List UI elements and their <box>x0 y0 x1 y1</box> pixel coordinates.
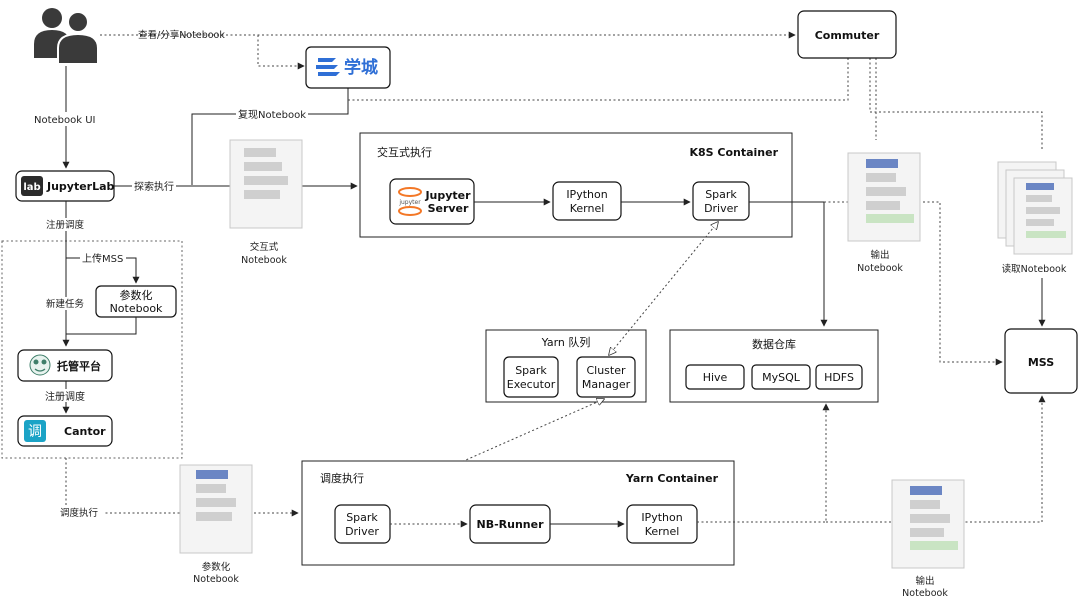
spark-driver-label-2: Driver <box>704 202 738 215</box>
spark-driver2-label-1: Spark <box>346 511 378 524</box>
yarn-queue-title: Yarn 队列 <box>541 335 591 349</box>
edge-kernel2-warehouse <box>697 403 830 523</box>
edge-commuter-read <box>869 58 1043 150</box>
edge-param-hosting <box>66 317 137 335</box>
edge-label-explore: 探索执行 <box>134 180 174 193</box>
output2-label-2: Notebook <box>902 588 948 599</box>
mss-node <box>1004 328 1078 394</box>
output2-label-1: 输出 <box>915 575 934 587</box>
edge-label-register2: 注册调度 <box>45 390 85 403</box>
xuecheng-node <box>305 46 391 89</box>
read-notebook-label: 读取Notebook <box>1002 263 1067 275</box>
schedule-tag: Yarn Container <box>625 472 719 485</box>
interactive-notebook-label-2: Notebook <box>241 255 287 266</box>
edge-label-upload: 上传MSS <box>82 253 123 265</box>
edge-cluster-manager-driver2 <box>364 399 604 505</box>
mss-label: MSS <box>1028 356 1054 369</box>
ipython-kernel2-label-1: IPython <box>641 511 682 524</box>
mysql-label: MySQL <box>762 371 801 384</box>
cluster-manager-label-1: Cluster <box>586 364 626 377</box>
spark-executor-node <box>503 356 559 398</box>
interactive-tag: K8S Container <box>689 146 778 159</box>
edge-user-xuecheng <box>257 35 305 70</box>
ipython-kernel-label-2: Kernel <box>570 202 605 215</box>
spark-driver-label-1: Spark <box>705 188 737 201</box>
param-notebook-label-1: 参数化 <box>120 288 153 302</box>
param-notebook-label-2: Notebook <box>110 302 163 315</box>
hdfs-label: HDFS <box>824 371 854 384</box>
warehouse-title: 数据仓库 <box>752 337 796 351</box>
edge-label-reproduce: 复现Notebook <box>238 108 306 121</box>
hive-label: Hive <box>703 371 728 384</box>
output1-label-1: 输出 <box>870 249 889 261</box>
cantor-badge: 调 <box>28 424 42 440</box>
output-notebook-doc-2 <box>891 479 965 569</box>
edge-driver-cluster-manager <box>609 222 718 355</box>
spark-driver-node <box>692 181 750 221</box>
mysql-node <box>751 364 811 390</box>
jupyter-logo-icon: jupyter <box>398 187 422 216</box>
xuecheng-label: 学城 <box>344 57 378 78</box>
edge-label-schedule-exec: 调度执行 <box>60 507 99 519</box>
schedule-group-box <box>1 240 183 459</box>
param-doc-label-1: 参数化 <box>202 561 231 573</box>
read-notebook-doc-stack <box>997 161 1073 255</box>
hive-node <box>685 364 745 390</box>
edge-label-notebook-ui: Notebook UI <box>34 115 96 126</box>
edge-label-new-task: 新建任务 <box>46 298 85 310</box>
edge-label-share: 查看/分享Notebook <box>138 29 225 41</box>
commuter-node <box>797 10 897 59</box>
spark-executor-label-2: Executor <box>507 378 556 391</box>
xuecheng-logo-icon <box>316 58 340 76</box>
param-notebook-doc <box>179 464 253 554</box>
interactive-notebook-label-1: 交互式 <box>250 241 279 253</box>
ipython-kernel2-node <box>626 504 698 544</box>
spark-executor-label-1: Spark <box>515 364 547 377</box>
edge-commuter-xuecheng <box>348 58 849 101</box>
jupyter-server-label-2: Server <box>428 202 469 215</box>
cluster-manager-node <box>576 356 636 398</box>
jupyter-server-label-1: Jupyter <box>424 189 471 202</box>
interactive-notebook-doc <box>229 139 303 229</box>
hosting-platform-icon <box>29 354 51 376</box>
ipython-kernel-node <box>552 181 622 221</box>
schedule-title: 调度执行 <box>320 471 364 485</box>
edge-driver-mss <box>824 201 1003 366</box>
ipython-kernel-label-1: IPython <box>566 188 607 201</box>
ipython-kernel2-label-2: Kernel <box>645 525 680 538</box>
output-notebook-doc-1 <box>847 152 921 242</box>
spark-driver2-label-2: Driver <box>345 525 379 538</box>
output1-label-2: Notebook <box>857 263 903 274</box>
users-icon <box>34 8 99 65</box>
interactive-title: 交互式执行 <box>377 145 432 159</box>
cantor-icon <box>24 420 46 442</box>
nb-runner-label: NB-Runner <box>476 518 544 531</box>
commuter-label: Commuter <box>815 29 880 42</box>
hdfs-node <box>815 364 863 390</box>
jupyter-logo-text: jupyter <box>398 199 421 206</box>
edge-label-register: 注册调度 <box>46 219 85 231</box>
cluster-manager-label-2: Manager <box>582 378 631 391</box>
jupyterlab-badge: lab <box>23 182 40 193</box>
jupyterlab-icon <box>21 176 43 196</box>
hosting-label: 托管平台 <box>57 359 101 373</box>
jupyterlab-label: JupyterLab <box>46 180 115 193</box>
cantor-label: Cantor <box>64 425 106 438</box>
param-doc-label-2: Notebook <box>193 574 239 585</box>
